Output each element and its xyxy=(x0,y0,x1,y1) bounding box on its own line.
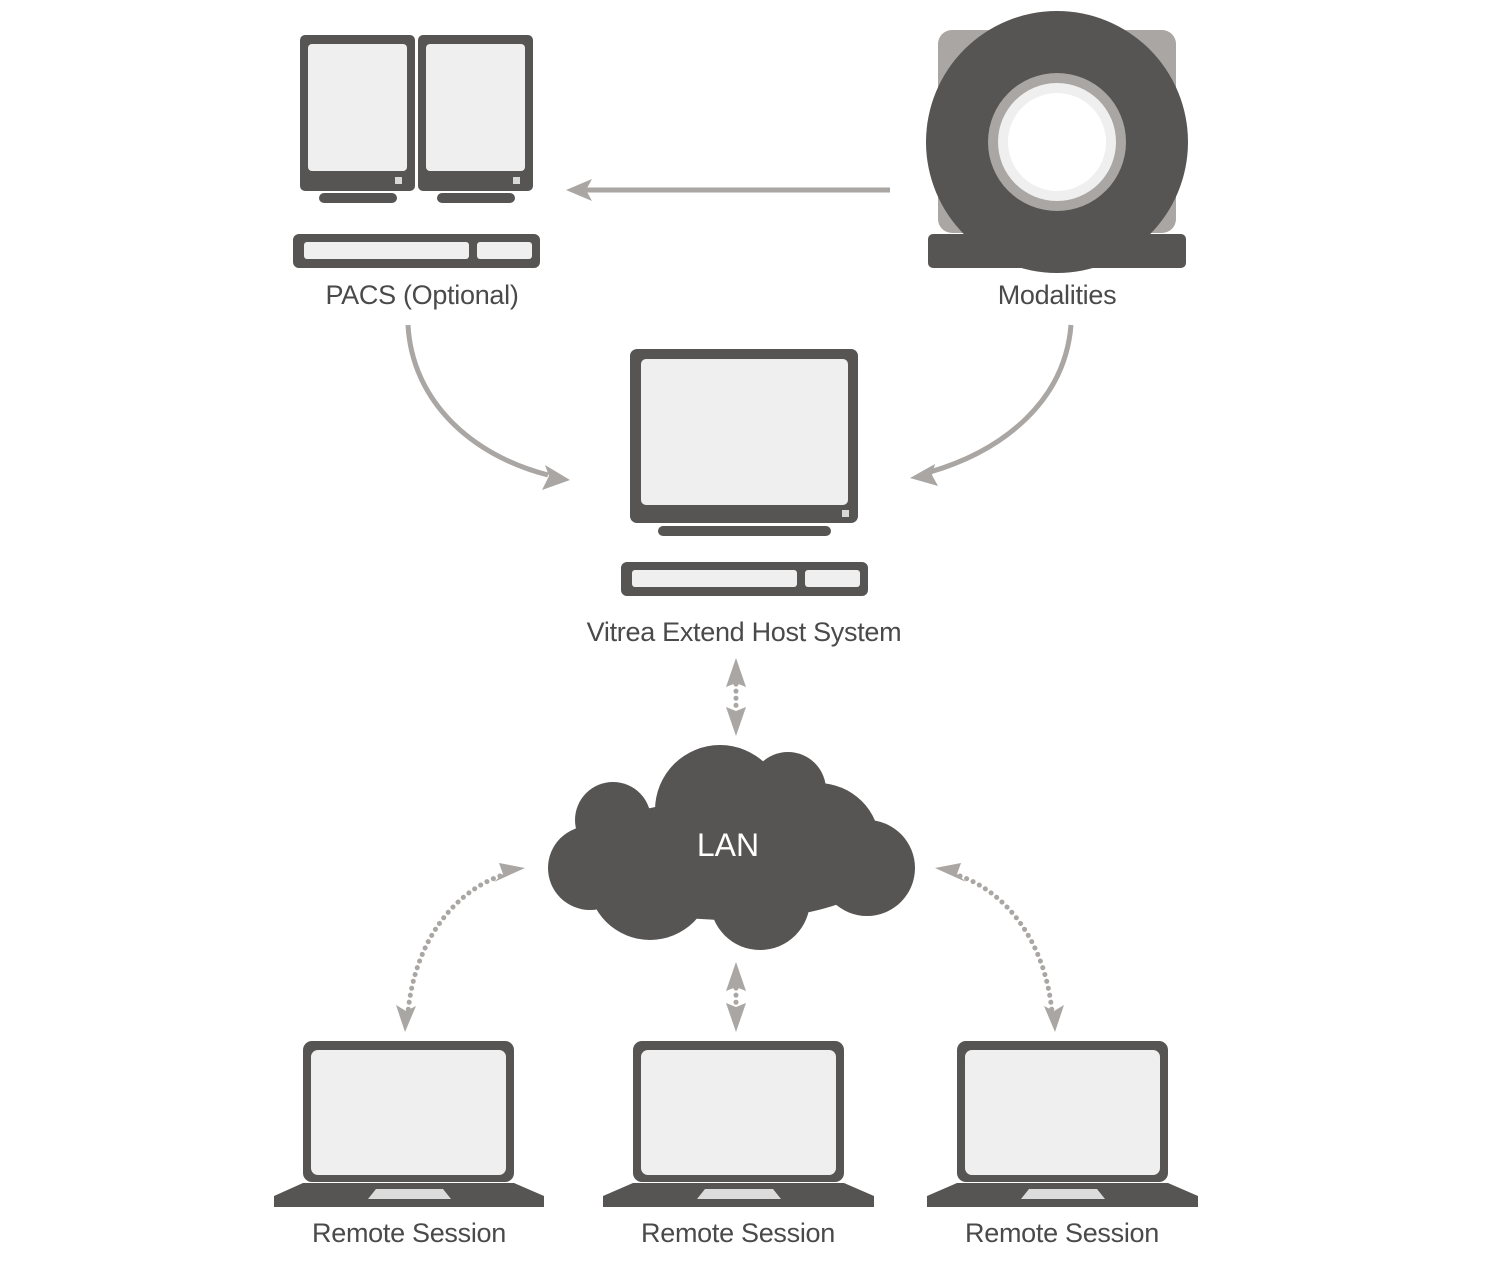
arrowhead-icon xyxy=(910,464,938,486)
arrow-lan-remote-3 xyxy=(935,863,1064,1032)
desktop-workstation-icon xyxy=(621,349,868,596)
laptop-icon xyxy=(927,1041,1198,1207)
arrowhead-icon xyxy=(542,465,570,490)
host-label: Vitrea Extend Host System xyxy=(587,617,902,647)
modalities-node: Modalities xyxy=(926,11,1188,310)
host-node: Vitrea Extend Host System xyxy=(587,349,902,647)
laptop-icon xyxy=(274,1041,544,1207)
pacs-node: PACS (Optional) xyxy=(293,35,540,310)
arrow-host-lan xyxy=(726,658,746,736)
modalities-label: Modalities xyxy=(998,280,1117,310)
remote-session-node-2: Remote Session xyxy=(603,1041,874,1248)
laptop-icon xyxy=(603,1041,874,1207)
arrow-lan-remote-1 xyxy=(396,863,525,1032)
remote-session-node-1: Remote Session xyxy=(274,1041,544,1248)
remote-session-node-3: Remote Session xyxy=(927,1041,1198,1248)
arrowhead-icon xyxy=(566,179,592,201)
arrow-lan-remote-2 xyxy=(726,962,746,1032)
arrow-pacs-to-host xyxy=(405,324,549,478)
ct-scanner-icon xyxy=(926,11,1188,273)
cloud-icon xyxy=(548,745,915,950)
remote-session-label-1: Remote Session xyxy=(312,1218,506,1248)
pacs-label: PACS (Optional) xyxy=(325,280,518,310)
remote-session-label-3: Remote Session xyxy=(965,1218,1159,1248)
arrow-modalities-to-host xyxy=(929,324,1074,475)
remote-session-label-2: Remote Session xyxy=(641,1218,835,1248)
lan-label: LAN xyxy=(697,827,759,863)
lan-node: LAN xyxy=(548,745,915,950)
dual-monitor-workstation-icon xyxy=(293,35,540,268)
